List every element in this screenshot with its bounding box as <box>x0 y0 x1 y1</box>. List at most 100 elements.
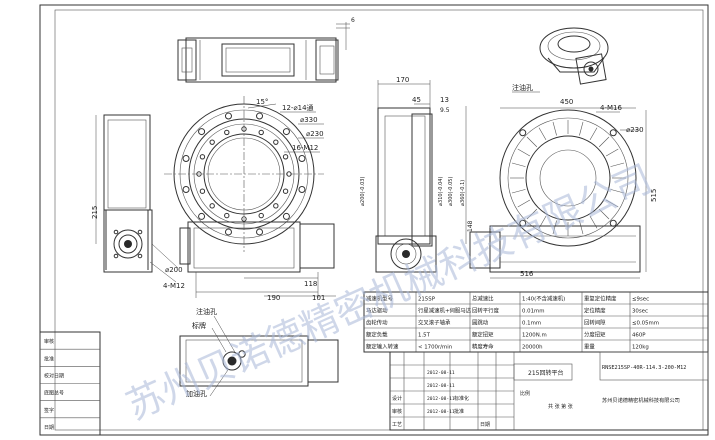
dim-d200: ⌀200 <box>165 266 183 274</box>
rib <box>511 162 526 167</box>
dim-v1: ⌀200(-0.03) <box>360 177 366 206</box>
title-grid <box>390 352 515 430</box>
rib <box>605 199 619 208</box>
left-side-view: 215 ⌀200 4-M12 <box>91 114 185 290</box>
spec-cell: ≤9sec <box>632 297 649 303</box>
label-grease: 注油孔 <box>196 307 217 316</box>
dim-9-5: 9.5 <box>440 107 450 114</box>
right-ribs <box>510 120 626 236</box>
spec-cell: 交叉滚子轴承 <box>418 319 451 327</box>
title-block: RNSE215SP-40R-114.3-200-M12 215回转平台 2012… <box>389 351 709 431</box>
dim-12holes: 12-⌀14通 <box>282 103 314 112</box>
rib <box>579 220 584 235</box>
spec-cell: 30sec <box>632 309 648 315</box>
rib <box>517 148 531 157</box>
rib <box>526 208 538 220</box>
top-view: 6 <box>177 17 355 83</box>
strip-label: 签字 <box>44 407 54 414</box>
spec-grid <box>364 292 708 352</box>
spec-cell: 0.1mm <box>522 321 541 327</box>
spec-cell: 重量 <box>584 343 595 351</box>
inner-hole <box>282 188 289 194</box>
inner-hole <box>282 154 289 160</box>
company-name: 苏州贝诺德精密机械科技有限公司 <box>602 396 680 404</box>
dim-angle15: 15° <box>256 98 268 106</box>
dim-45: 45 <box>412 96 421 104</box>
dim-215: 215 <box>91 206 99 219</box>
rib <box>517 199 531 208</box>
inner-hole <box>199 188 206 194</box>
outer-hole <box>198 212 206 220</box>
front-holes-inner <box>196 126 292 222</box>
spec-cell: 齿轮传动 <box>366 319 388 327</box>
inner-hole <box>273 203 279 209</box>
tb-date: 2012-08-11 <box>427 409 455 415</box>
spec-cell: 圆跳动 <box>472 319 489 327</box>
outer-hole <box>224 112 232 120</box>
spec-cell: 分度扭矩 <box>584 331 606 339</box>
strip-label: 审核 <box>44 338 54 345</box>
inner-hole <box>241 216 247 222</box>
dim-118: 118 <box>304 280 317 288</box>
spec-cell: 行星减速机+伺服马达 <box>418 307 472 315</box>
outer-hole <box>282 212 290 220</box>
front-holes-outer <box>182 112 306 236</box>
outer-hole <box>282 128 290 136</box>
front-view: 118 190 101 15° 12-⌀14通 ⌀330 ⌀230 16-M12 <box>164 96 336 302</box>
label-grease-right: 注油孔 <box>512 83 533 92</box>
inner-hole <box>258 129 264 136</box>
spec-cell: 215SP <box>418 297 436 303</box>
inner-hole <box>209 203 215 209</box>
label-fill: 加油孔 <box>186 389 207 398</box>
tb-cell: 批准 <box>454 408 464 415</box>
tb-cell: 日期 <box>480 422 490 428</box>
rib <box>610 162 625 167</box>
inner-hole <box>258 212 264 219</box>
dim-v3: ⌀300(-0.05) <box>448 177 454 206</box>
tb-cell: 工艺 <box>392 422 402 428</box>
outer-hole <box>298 154 306 162</box>
dim-330: ⌀330 <box>300 116 318 124</box>
bottom-view: 注油孔 标牌 加油孔 <box>179 307 339 398</box>
outer-hole <box>298 186 306 194</box>
spec-cell: 额定负载 <box>366 331 388 339</box>
rib <box>526 136 538 148</box>
dim-170: 170 <box>396 76 409 84</box>
spec-cell: 总减速比 <box>472 295 494 303</box>
rib <box>598 208 610 220</box>
dim-101: 101 <box>312 294 325 302</box>
dim-450: 450 <box>560 98 573 106</box>
rib <box>589 127 598 141</box>
inner-hole <box>224 129 230 136</box>
drawing-name: 215回转平台 <box>528 369 563 377</box>
rib <box>605 148 619 157</box>
inner-hole <box>199 154 206 160</box>
inner-hole <box>196 171 202 177</box>
inner-hole <box>209 139 215 145</box>
spec-cell: 回转间隙 <box>584 319 606 327</box>
outer-hole <box>256 228 264 236</box>
outer-hole <box>182 186 190 194</box>
rib <box>552 220 557 235</box>
spec-cell: 重复定位精度 <box>584 295 617 303</box>
tb-cell: 审核 <box>392 408 402 415</box>
dim-516: 516 <box>520 270 534 278</box>
iso-thumbnail <box>539 27 609 85</box>
spec-cell: 1200N.m <box>522 333 547 339</box>
dim-v4: ⌀360(-0.1) <box>460 180 466 206</box>
dim-230: ⌀230 <box>306 130 324 138</box>
spec-cell: 额定输入转速 <box>366 343 399 351</box>
rib <box>598 136 610 148</box>
inner-hole <box>241 126 247 132</box>
spec-cell: 精度寿命 <box>472 343 494 351</box>
tb-date: 2012-08-11 <box>427 396 455 402</box>
rib <box>579 121 584 136</box>
tb-cell: 共 张 第 张 <box>548 403 573 410</box>
tb-cell: 标准化 <box>454 395 469 402</box>
tb-cell: 比例 <box>520 390 530 397</box>
spec-cell: 定位精度 <box>584 307 606 315</box>
